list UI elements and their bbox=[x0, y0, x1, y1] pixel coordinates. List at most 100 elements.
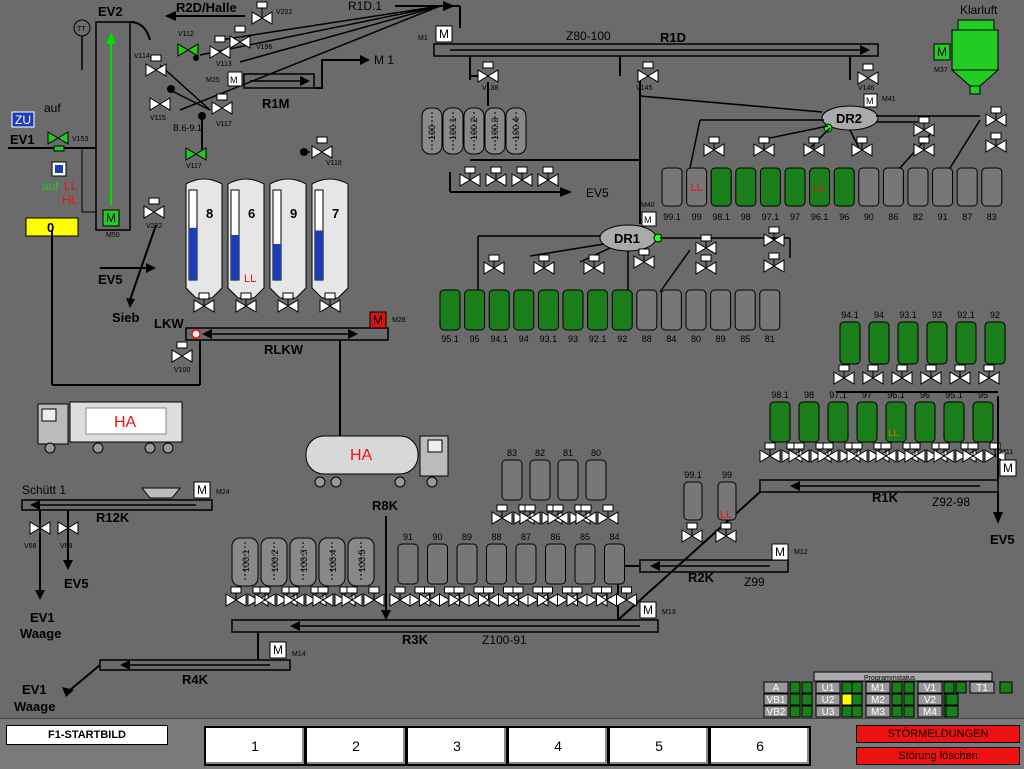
r3k-bin-valve[interactable] bbox=[225, 586, 247, 607]
r1k-upper-valve[interactable] bbox=[862, 364, 884, 385]
silo-outlet-valve[interactable] bbox=[319, 292, 341, 313]
r3k-bin-valve[interactable] bbox=[254, 586, 276, 607]
storage-cell[interactable]: 81 bbox=[759, 289, 781, 344]
motor-m1[interactable]: M bbox=[435, 25, 453, 43]
silo-outlet-valve[interactable] bbox=[235, 292, 257, 313]
storage-cell[interactable]: 87 bbox=[956, 167, 978, 222]
r1k-conveyor[interactable] bbox=[759, 479, 999, 493]
storage-cell[interactable]: 95.1 bbox=[943, 390, 965, 443]
lkw-silo[interactable]: 6LL bbox=[227, 178, 265, 299]
storage-cell[interactable]: 85 bbox=[574, 532, 596, 585]
dr1-valve[interactable] bbox=[533, 254, 555, 275]
storage-cell[interactable]: 93.1 bbox=[537, 289, 559, 344]
valve-v138[interactable] bbox=[477, 61, 499, 83]
storage-cell[interactable]: 99.1 bbox=[683, 470, 703, 521]
stoerung-loeschen-button[interactable]: Störung löschen bbox=[856, 747, 1020, 765]
r1k-lower-valve[interactable] bbox=[962, 442, 984, 463]
dr1-valve[interactable] bbox=[695, 254, 717, 275]
storage-cell[interactable]: 97.1 bbox=[827, 390, 849, 443]
status-cell[interactable]: M3 bbox=[865, 705, 891, 718]
r1k-lower-valve[interactable] bbox=[904, 442, 926, 463]
r1d-conveyor[interactable] bbox=[433, 43, 879, 57]
dr1-valve[interactable] bbox=[583, 254, 605, 275]
valve-v113[interactable] bbox=[209, 35, 231, 59]
valve-v100[interactable] bbox=[171, 341, 193, 363]
storage-cell[interactable]: 94.1 bbox=[488, 289, 510, 344]
r3k-upper-valve[interactable] bbox=[519, 504, 541, 525]
ev5-valve[interactable] bbox=[459, 166, 481, 187]
r1k-lower-valve[interactable] bbox=[933, 442, 955, 463]
status-cell[interactable]: U1 bbox=[815, 681, 841, 694]
storage-cell[interactable]: 91 bbox=[397, 532, 419, 585]
storage-cell[interactable]: 93 bbox=[926, 310, 948, 365]
r1k-upper-valve[interactable] bbox=[920, 364, 942, 385]
r3k-cell-valve[interactable] bbox=[389, 586, 411, 607]
ev5-valve[interactable] bbox=[537, 166, 559, 187]
storage-cell[interactable]: 86 bbox=[882, 167, 904, 222]
r1k-lower-valve[interactable] bbox=[788, 442, 810, 463]
status-cell[interactable]: M2 bbox=[865, 693, 891, 706]
storage-cell[interactable]: 95.1 bbox=[439, 289, 461, 344]
bin-100[interactable]: 100.5 bbox=[347, 537, 375, 587]
r1k-lower-valve[interactable] bbox=[875, 442, 897, 463]
rlkw-conveyor[interactable] bbox=[185, 327, 389, 341]
ev5-valve[interactable] bbox=[485, 166, 507, 187]
motor-m28[interactable]: M bbox=[369, 311, 387, 329]
status-cell[interactable]: V2 bbox=[917, 693, 943, 706]
storage-cell[interactable]: 92.1 bbox=[955, 310, 977, 365]
storage-cell[interactable]: 83 bbox=[981, 167, 1003, 222]
r1k-lower-valve[interactable] bbox=[846, 442, 868, 463]
valve-v118[interactable] bbox=[311, 136, 333, 159]
dr2-valve[interactable] bbox=[985, 106, 1007, 127]
r1k-lower-valve[interactable] bbox=[984, 442, 1006, 463]
storage-cell[interactable]: 90 bbox=[427, 532, 448, 585]
storage-cell[interactable]: 93 bbox=[562, 289, 584, 344]
silo-outlet-valve[interactable] bbox=[193, 292, 215, 313]
valve-v114[interactable] bbox=[145, 54, 167, 77]
dr1-valve[interactable] bbox=[695, 234, 717, 255]
r1k-lower-valve[interactable] bbox=[817, 442, 839, 463]
storage-cell[interactable]: 84 bbox=[660, 289, 682, 344]
valve-v115[interactable] bbox=[149, 97, 171, 111]
storage-cell[interactable]: 98.1 bbox=[710, 167, 732, 222]
motor-m37[interactable]: M bbox=[933, 43, 951, 61]
r2k-valve[interactable] bbox=[715, 522, 737, 543]
storage-cell[interactable]: 94.1 bbox=[839, 310, 861, 365]
status-cell[interactable]: A bbox=[763, 681, 789, 694]
valve-v145[interactable] bbox=[637, 61, 659, 83]
function-key-2[interactable]: 2 bbox=[305, 726, 407, 766]
lkw-silo[interactable]: 7 bbox=[311, 178, 349, 299]
r1k-upper-valve[interactable] bbox=[949, 364, 971, 385]
bin-100[interactable]: 100.3 bbox=[289, 537, 317, 587]
storage-cell[interactable]: 84 bbox=[604, 532, 625, 585]
dr2-valve[interactable] bbox=[851, 136, 873, 157]
storage-cell[interactable]: 85 bbox=[734, 289, 756, 344]
r3k-cell-valve[interactable] bbox=[616, 586, 637, 607]
dr1-valve[interactable] bbox=[763, 226, 785, 247]
valve-v202[interactable] bbox=[251, 1, 273, 25]
storage-cell[interactable]: 98 bbox=[798, 390, 820, 443]
motor-m11[interactable]: M bbox=[999, 459, 1017, 477]
function-key-3[interactable]: 3 bbox=[406, 726, 508, 766]
storage-cell[interactable]: 94 bbox=[513, 289, 535, 344]
storage-cell[interactable]: 91 bbox=[932, 167, 954, 222]
storage-cell[interactable]: 81 bbox=[557, 448, 579, 501]
lkw-silo[interactable]: 9 bbox=[269, 178, 307, 299]
zu-button[interactable]: ZU bbox=[11, 111, 35, 128]
r1k-lower-valve[interactable] bbox=[759, 442, 781, 463]
dr1-valve[interactable] bbox=[483, 254, 505, 275]
silo-outlet-valve[interactable] bbox=[277, 292, 299, 313]
status-cell[interactable]: VB1 bbox=[763, 693, 789, 706]
bin-100[interactable]: 100.1 bbox=[231, 537, 259, 587]
motor-m41[interactable]: M bbox=[863, 93, 878, 108]
storage-cell[interactable]: 96 bbox=[833, 167, 855, 222]
valve-v68[interactable] bbox=[29, 521, 51, 535]
storage-cell[interactable]: 95 bbox=[972, 390, 994, 443]
dr2-valve[interactable] bbox=[913, 136, 935, 157]
dr1-valve[interactable] bbox=[763, 252, 785, 273]
bin-100[interactable]: 100.3 bbox=[484, 107, 506, 155]
r3k-bin-valve[interactable] bbox=[283, 586, 305, 607]
motor-m40[interactable]: M bbox=[641, 211, 657, 227]
